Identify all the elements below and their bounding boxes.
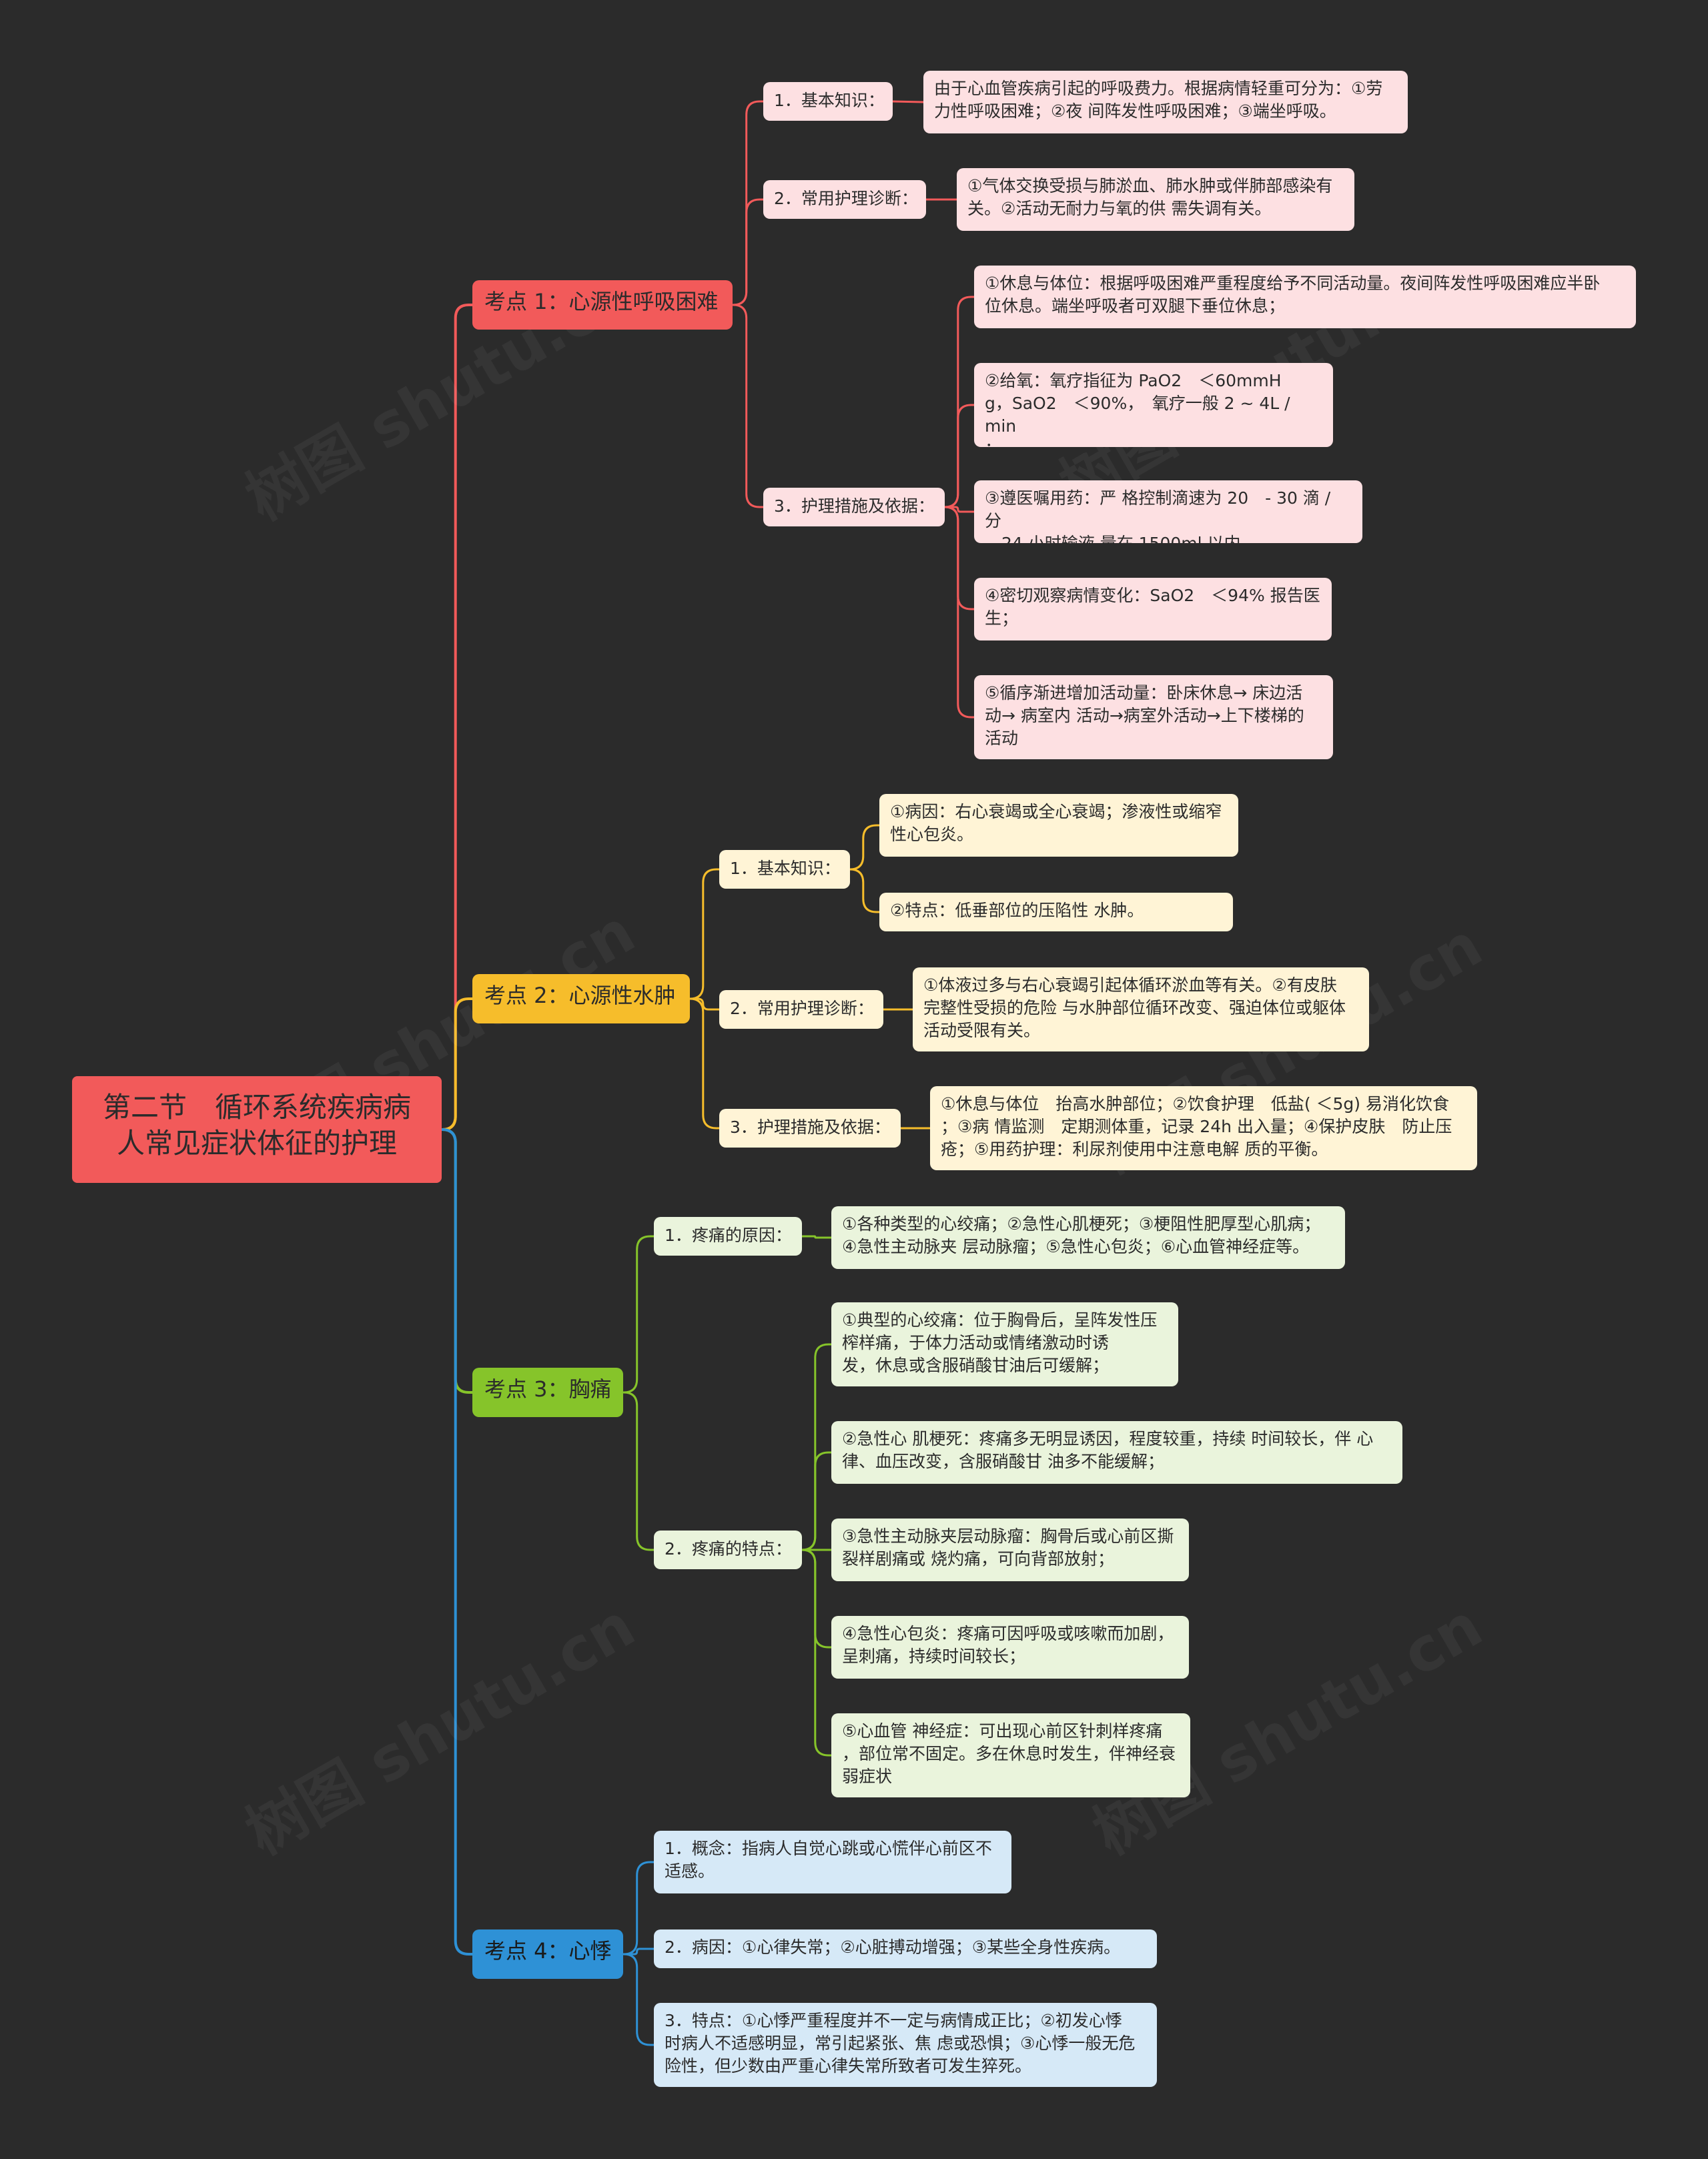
connector-line: [945, 506, 974, 513]
leaf-node[interactable]: ④密切观察病情变化：SaO2 ＜94% 报告医 生；: [974, 578, 1332, 640]
connector-line: [623, 1235, 654, 1394]
connector-line: [849, 824, 879, 871]
root-node[interactable]: 第二节 循环系统疾病病 人常见症状体征的护理: [72, 1076, 442, 1183]
leaf-node[interactable]: ②给氧：氧疗指征为 PaO2 ＜60mmH g，SaO2 ＜90%， 氧疗一般 …: [974, 363, 1333, 447]
connector-line: [892, 100, 924, 103]
leaf-node[interactable]: ③遵医嘱用药：严 格控制滴速为 20 - 30 滴 / 分 ，24 小时输液 量…: [974, 480, 1362, 543]
connector-line: [623, 1861, 654, 1956]
subtopic-node[interactable]: 2．病因：①心律失常；②心脏搏动增强；③某些全身性疾病。: [654, 1929, 1157, 1968]
connector-line: [944, 506, 974, 610]
subtopic-node[interactable]: 1．概念：指病人自觉心跳或心慌伴心前区不 适感。: [654, 1831, 1011, 1893]
connector-line: [944, 296, 974, 508]
leaf-node[interactable]: ①休息与体位：根据呼吸困难严重程度给予不同活动量。夜间阵发性呼吸困难应半卧 位休…: [974, 266, 1636, 328]
connector-line: [733, 304, 763, 508]
subtopic-node[interactable]: 2．常用护理诊断：: [719, 990, 883, 1029]
connector-line: [801, 1549, 831, 1649]
connector-line: [944, 404, 974, 508]
topic-node-b3[interactable]: 考点 3：胸痛: [472, 1368, 623, 1417]
connector-line: [623, 1953, 654, 2046]
connector-line: [623, 1948, 654, 1956]
connector-line: [623, 1391, 654, 1551]
connector-line: [944, 506, 974, 719]
leaf-node[interactable]: ①典型的心绞痛：位于胸骨后，呈阵发性压 榨样痛，于体力活动或情绪激动时诱 发，休…: [831, 1302, 1178, 1386]
leaf-node[interactable]: ①病因：右心衰竭或全心衰竭；渗液性或缩窄 性心包炎。: [879, 794, 1238, 857]
leaf-node[interactable]: ②急性心 肌梗死：疼痛多无明显诱因，程度较重，持续 时间较长，伴 心 律、血压改…: [831, 1421, 1402, 1484]
connector-line: [442, 1128, 472, 1956]
connector-line: [801, 1549, 831, 1757]
connector-line: [690, 997, 719, 1011]
leaf-node[interactable]: ①体液过多与右心衰竭引起体循环淤血等有关。②有皮肤 完整性受损的危险 与水肿部位…: [913, 967, 1369, 1051]
leaf-node[interactable]: 由于心血管疾病引起的呼吸费力。根据病情轻重可分为：①劳 力性呼吸困难；②夜 间阵…: [923, 71, 1408, 133]
connector-line: [689, 868, 719, 1000]
subtopic-node[interactable]: 1．基本知识：: [719, 850, 850, 889]
leaf-node[interactable]: ③急性主动脉夹层动脉瘤：胸骨后或心前区撕 裂样剧痛或 烧灼痛，可向背部放射；: [831, 1519, 1189, 1581]
connector-line: [442, 1128, 472, 1394]
subtopic-node[interactable]: 2．疼痛的特点：: [654, 1531, 802, 1569]
connector-line: [733, 100, 763, 306]
connector-line: [733, 198, 763, 306]
subtopic-node[interactable]: 1．疼痛的原因：: [654, 1217, 802, 1256]
topic-node-b2[interactable]: 考点 2：心源性水肿: [472, 974, 690, 1023]
leaf-node[interactable]: ①各种类型的心绞痛；②急性心肌梗死；③梗阻性肥厚型心肌病； ④急性主动脉夹 层动…: [831, 1206, 1345, 1269]
leaf-node[interactable]: ①气体交换受损与肺淤血、肺水肿或伴肺部感染有 关。②活动无耐力与氧的供 需失调有…: [957, 168, 1354, 231]
connector-line: [802, 1235, 831, 1239]
subtopic-node[interactable]: 3．护理措施及依据：: [763, 488, 945, 526]
topic-node-b1[interactable]: 考点 1：心源性呼吸困难: [472, 280, 733, 330]
connector-line: [801, 1451, 831, 1551]
leaf-node[interactable]: ④急性心包炎：疼痛可因呼吸或咳嗽而加剧， 呈刺痛，持续时间较长；: [831, 1616, 1189, 1679]
subtopic-node[interactable]: 3．护理措施及依据：: [719, 1109, 901, 1148]
connector-line: [849, 868, 879, 913]
connector-line: [801, 1343, 831, 1551]
connector-line: [442, 997, 472, 1131]
subtopic-node[interactable]: 2．常用护理诊断：: [763, 180, 926, 219]
leaf-node[interactable]: ⑤循序渐进增加活动量：卧床休息→ 床边活 动→ 病室内 活动→病室外活动→上下楼…: [974, 675, 1333, 759]
leaf-node[interactable]: ①休息与体位 抬高水肿部位；②饮食护理 低盐( ＜5g) 易消化饮食 ；③病 情…: [930, 1086, 1477, 1170]
subtopic-node[interactable]: 3．特点：①心悸严重程度并不一定与病情成正比；②初发心悸 时病人不适感明显，常引…: [654, 2003, 1157, 2087]
topic-node-b4[interactable]: 考点 4：心悸: [472, 1929, 623, 1979]
subtopic-node[interactable]: 1．基本知识：: [763, 82, 893, 121]
leaf-node[interactable]: ⑤心血管 神经症：可出现心前区针刺样疼痛 ，部位常不固定。多在休息时发生，伴神经…: [831, 1713, 1190, 1797]
connector-line: [689, 997, 719, 1130]
leaf-node[interactable]: ②特点：低垂部位的压陷性 水肿。: [879, 893, 1233, 931]
